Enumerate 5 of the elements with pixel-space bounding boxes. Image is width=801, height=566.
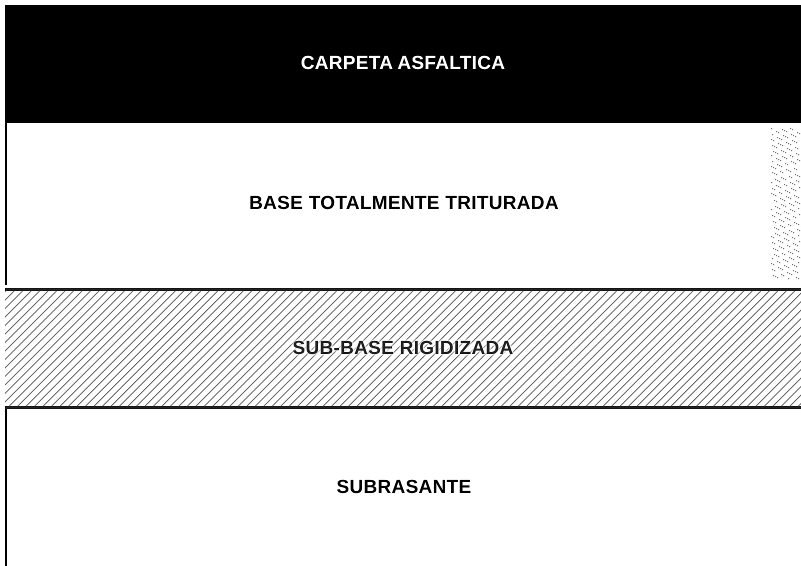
- layer-label: SUBRASANTE: [336, 476, 472, 498]
- layer-label: BASE TOTALMENTE TRITURADA: [249, 193, 559, 215]
- base-layer: [5, 123, 801, 285]
- asphalt-layer: [5, 5, 801, 123]
- layer-label: CARPETA ASFALTICA: [300, 53, 506, 75]
